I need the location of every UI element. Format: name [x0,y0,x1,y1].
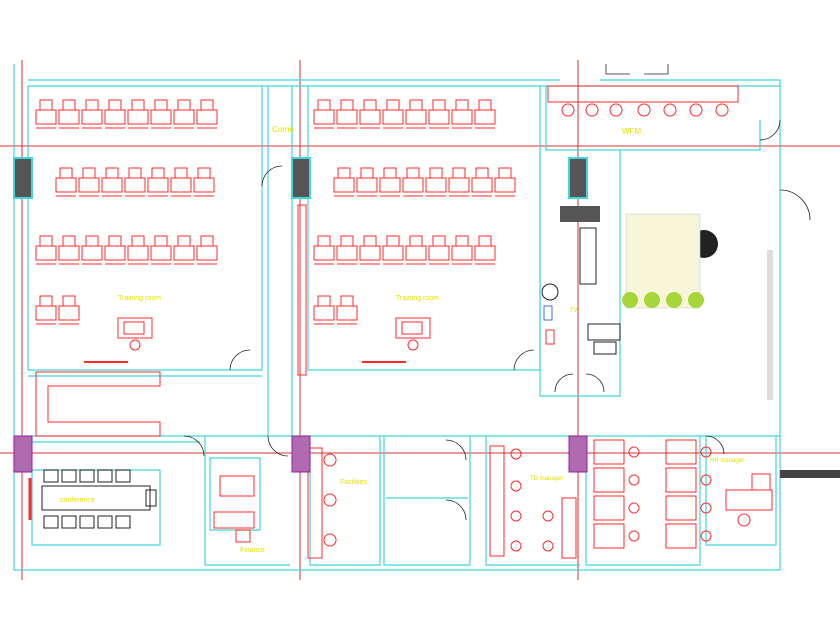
furniture [35,85,773,559]
desk-chair [336,295,358,325]
desk-chair [451,235,473,265]
desk-chair [58,235,80,265]
desk-chair [405,235,427,265]
desk-chair [193,167,215,197]
facilities-label: Facilities [340,479,368,486]
wfm-label: WFM [622,127,641,136]
desk-chair [474,235,496,265]
team-chair [628,530,640,542]
team-desk [665,495,697,521]
desk-chair [382,99,404,129]
desk-chair [336,99,358,129]
desk-chair [104,235,126,265]
desk-chair [55,167,77,197]
desk-chair [35,99,57,129]
desk-chair [313,295,335,325]
desk-chair [448,167,470,197]
conference-label: conference [60,497,95,504]
team-chair [628,446,640,458]
lounge [541,206,840,478]
desk-chair [382,235,404,265]
desk-chair [451,99,473,129]
team-chair [628,474,640,486]
desk-chair [127,99,149,129]
desk-chair [58,99,80,129]
desk-chair [150,235,172,265]
team-chair [700,446,712,458]
desk-chair [101,167,123,197]
desk-chair [313,99,335,129]
training-room-right-label: Training room [396,295,439,302]
team-desk [593,439,625,465]
desk-chair [173,99,195,129]
structural-columns [13,157,588,473]
desk-chair [425,167,447,197]
team-chair [700,530,712,542]
desk-chair [150,99,172,129]
finance-label: Finance [240,547,265,554]
grid-lines [0,60,840,580]
desk-chair [494,167,516,197]
training-room-left-label: Training room [118,295,161,302]
team-desk [593,523,625,549]
corridor-label: Corrie [272,125,294,134]
door-arcs [183,64,811,521]
desk-chair [428,235,450,265]
team-desk [593,467,625,493]
desk-chair [127,235,149,265]
desk-chair [333,167,355,197]
desk-chair [58,295,80,325]
walls [13,64,781,571]
hr-manager-label: HR manager [710,458,744,464]
team-chair [628,502,640,514]
team-desk [593,495,625,521]
desk-chair [471,167,493,197]
training-desks [35,99,516,325]
desk-chair [81,99,103,129]
desk-chair [196,235,218,265]
conference-table [28,469,157,529]
desk-chair [359,99,381,129]
desk-chair [173,235,195,265]
desk-chair [35,295,57,325]
desk-chair [124,167,146,197]
team-desk [665,467,697,493]
td-manager-label: TD manager [530,476,563,482]
desk-chair [35,235,57,265]
team-desk [665,523,697,549]
desk-chair [379,167,401,197]
desk-chair [78,167,100,197]
desk-chair [428,99,450,129]
desk-chair [313,235,335,265]
desk-chair [474,99,496,129]
desk-chair [81,235,103,265]
tv-label: TV [570,308,578,314]
team-chair [700,502,712,514]
desk-chair [402,167,424,197]
desk-chair [170,167,192,197]
desk-chair [356,167,378,197]
team-chair [700,474,712,486]
desk-chair [104,99,126,129]
desk-chair [405,99,427,129]
team-desk [665,439,697,465]
desk-chair [196,99,218,129]
desk-chair [147,167,169,197]
desk-chair [359,235,381,265]
desk-chair [336,235,358,265]
